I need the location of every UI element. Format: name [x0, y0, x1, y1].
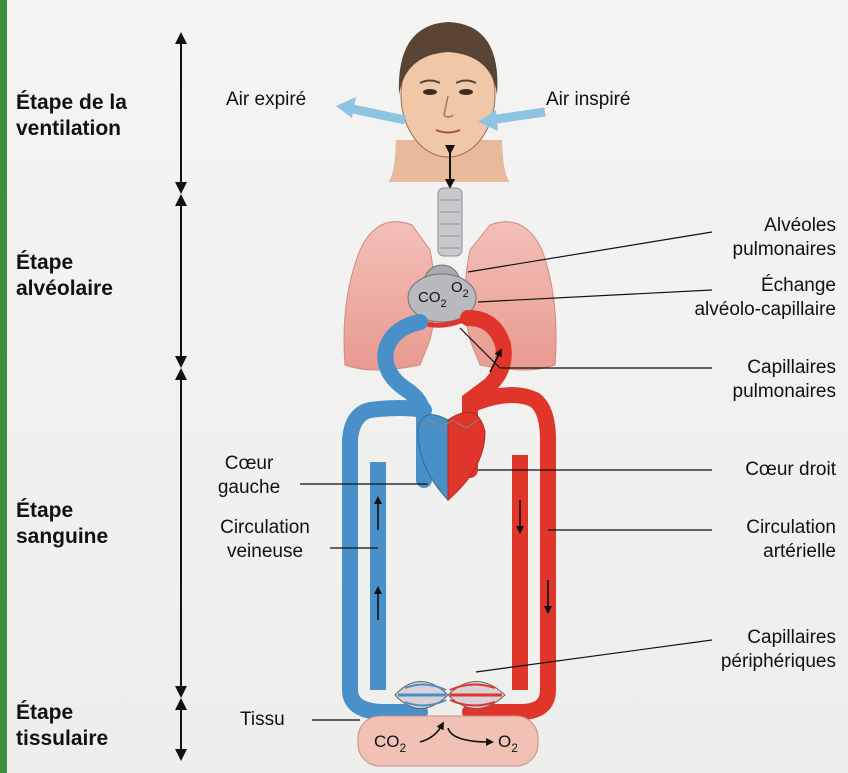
air-expire-label: Air expiré	[226, 88, 306, 112]
stage-alveolaire-label: Étape alvéolaire	[16, 250, 113, 302]
tissu-label: Tissu	[240, 708, 285, 732]
stage-sanguine-label: Étape sanguine	[16, 498, 108, 550]
o2-alveolar-label: O	[451, 279, 463, 296]
o2-tissue-label: O	[498, 732, 511, 751]
trachea	[438, 188, 462, 256]
circulation-arterielle-label: Circulation artérielle	[640, 516, 836, 564]
coeur-gauche-label: Cœur gauche	[200, 452, 298, 500]
circulation-veineuse-label: Circulation veineuse	[200, 516, 330, 564]
alveoles-label: Alvéoles pulmonaires	[640, 214, 836, 262]
coeur-droit-label: Cœur droit	[640, 458, 836, 482]
echange-label: Échange alvéolo-capillaire	[610, 274, 836, 322]
arterial-circulation	[468, 318, 548, 712]
venous-circulation	[350, 322, 424, 712]
co2-tissue-label: CO	[374, 732, 400, 751]
air-inspire-label: Air inspiré	[546, 88, 630, 112]
stage-tissulaire-label: Étape tissulaire	[16, 700, 108, 752]
co2-alveolar-label: CO	[418, 289, 441, 306]
capillaires-pulmonaires-label: Capillaires pulmonaires	[640, 356, 836, 404]
capillaires-peripheriques-label: Capillaires périphériques	[640, 626, 836, 674]
peripheral-capillary-bed	[395, 682, 505, 709]
stage-ventilation-label: Étape de la ventilation	[16, 90, 127, 142]
